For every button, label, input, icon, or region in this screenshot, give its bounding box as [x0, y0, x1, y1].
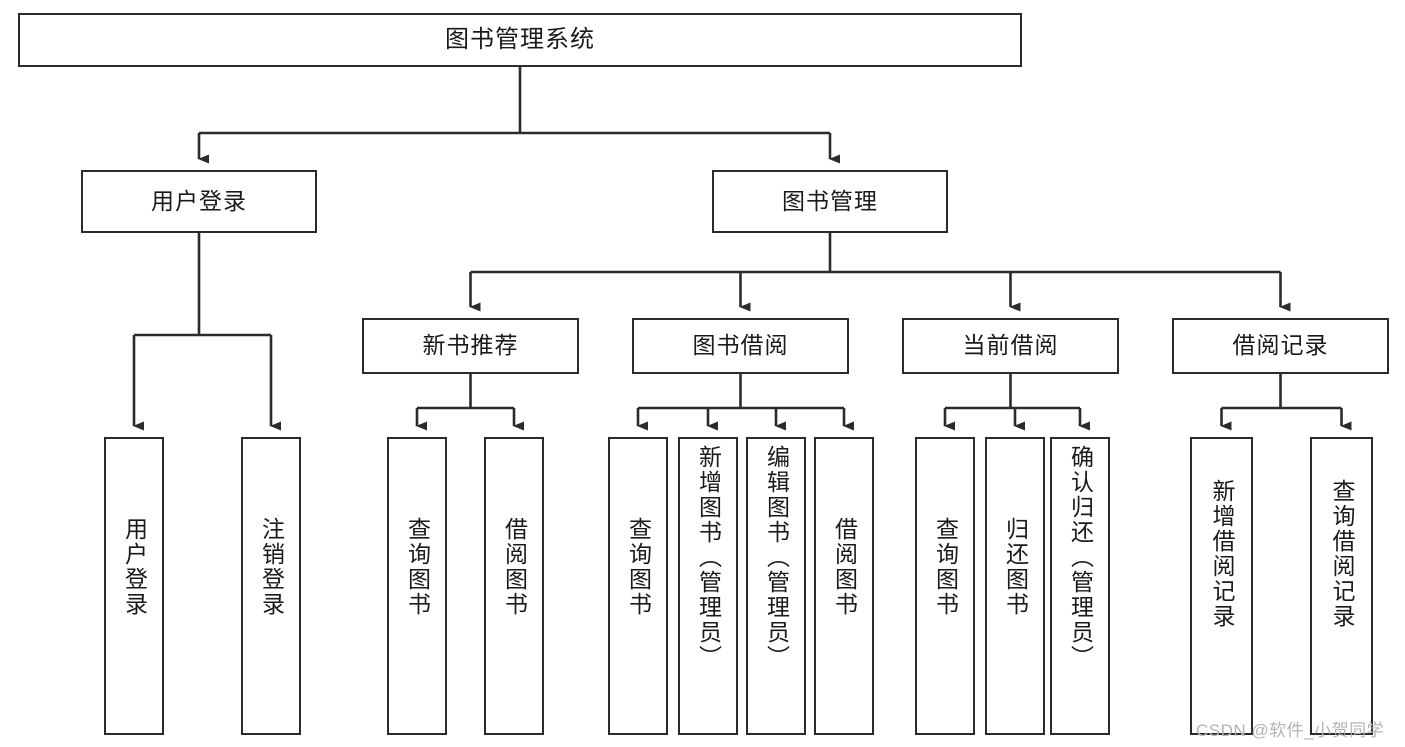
node-label: 编辑图书（管理员） [763, 445, 790, 670]
node-label: 图书管理 [782, 187, 878, 214]
node-label: 用户登录 [151, 187, 247, 214]
node-label: 借阅记录 [1232, 332, 1329, 359]
node-leaf-query-book-2[interactable]: 查询图书 [608, 437, 668, 735]
node-leaf-add-book[interactable]: 新增图书（管理员） [678, 437, 738, 735]
node-label: 新增借阅记录 [1208, 479, 1235, 629]
node-book-manage[interactable]: 图书管理 [712, 170, 948, 233]
node-leaf-return-book[interactable]: 归还图书 [985, 437, 1045, 735]
node-leaf-add-record[interactable]: 新增借阅记录 [1190, 437, 1253, 735]
node-label: 查询图书 [625, 517, 652, 617]
node-label: 查询图书 [404, 517, 431, 617]
node-leaf-confirm-return[interactable]: 确认归还（管理员） [1050, 437, 1110, 735]
node-user-login[interactable]: 用户登录 [81, 170, 317, 233]
node-leaf-query-record[interactable]: 查询借阅记录 [1310, 437, 1373, 735]
node-label: 新书推荐 [422, 332, 519, 359]
node-label: 注销登录 [258, 517, 285, 617]
node-label: 确认归还（管理员） [1067, 445, 1094, 670]
node-label: 图书借阅 [692, 332, 789, 359]
node-leaf-user-login[interactable]: 用户登录 [104, 437, 164, 735]
node-label: 归还图书 [1002, 517, 1029, 617]
node-new-book-rec[interactable]: 新书推荐 [362, 318, 579, 374]
node-borrow-record[interactable]: 借阅记录 [1172, 318, 1389, 374]
node-label: 借阅图书 [831, 517, 858, 617]
node-label: 查询借阅记录 [1328, 479, 1355, 629]
node-leaf-borrow-book-2[interactable]: 借阅图书 [814, 437, 874, 735]
node-label: 新增图书（管理员） [695, 445, 722, 670]
node-label: 图书管理系统 [445, 25, 595, 53]
node-current-borrow[interactable]: 当前借阅 [902, 318, 1119, 374]
node-book-borrow[interactable]: 图书借阅 [632, 318, 849, 374]
node-leaf-query-book-3[interactable]: 查询图书 [915, 437, 975, 735]
node-leaf-borrow-book-1[interactable]: 借阅图书 [484, 437, 544, 735]
node-label: 用户登录 [121, 517, 148, 617]
node-leaf-query-book-1[interactable]: 查询图书 [387, 437, 447, 735]
node-root[interactable]: 图书管理系统 [18, 13, 1022, 67]
node-label: 当前借阅 [962, 332, 1059, 359]
node-leaf-edit-book[interactable]: 编辑图书（管理员） [746, 437, 806, 735]
node-leaf-user-logout[interactable]: 注销登录 [241, 437, 301, 735]
node-label: 借阅图书 [501, 517, 528, 617]
csdn-watermark: CSDN @软件_小贺同学 [1196, 721, 1385, 740]
node-label: 查询图书 [932, 517, 959, 617]
